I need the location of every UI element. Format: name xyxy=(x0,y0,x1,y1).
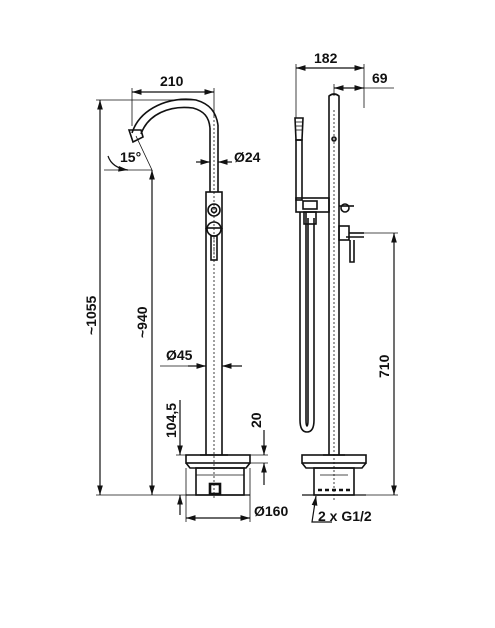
mixer-knob xyxy=(207,203,221,217)
spout-outer xyxy=(131,98,219,134)
lever-handle xyxy=(210,235,218,261)
front-dimensions: 210 15° Ø24 ~1055 ~940 Ø45 104,5 20 xyxy=(83,73,288,522)
base-plate-height-label: 20 xyxy=(248,412,264,428)
handle-height-label: 710 xyxy=(376,354,392,378)
spout-inner xyxy=(140,106,211,135)
side-base-plate xyxy=(301,454,367,464)
spout-diameter-label: Ø24 xyxy=(234,149,261,165)
hand-shower-head xyxy=(294,117,304,141)
base-plate xyxy=(185,454,251,464)
side-view xyxy=(294,93,367,500)
shower-hose xyxy=(299,212,315,433)
base-height-label: 104,5 xyxy=(163,403,179,438)
side-depth-label: 182 xyxy=(314,50,338,66)
hand-shower-handle xyxy=(295,139,303,201)
connection-front xyxy=(208,482,222,496)
spout-tip xyxy=(127,129,144,144)
connections-label: 2 x G1/2 xyxy=(318,508,372,524)
side-dimensions: 182 69 710 2 x G1/2 xyxy=(295,50,398,524)
mixer-body xyxy=(205,191,223,229)
total-height-label: ~1055 xyxy=(83,295,99,335)
spout-angle-label: 15° xyxy=(120,149,141,165)
spout-height-label: ~940 xyxy=(134,306,150,338)
column-diameter-label: Ø45 xyxy=(166,347,193,363)
side-lever-body xyxy=(338,225,350,241)
side-offset-label: 69 xyxy=(372,70,388,86)
front-view xyxy=(127,98,251,500)
spout-reach-label: 210 xyxy=(160,73,184,89)
base-diameter-label: Ø160 xyxy=(254,503,288,519)
